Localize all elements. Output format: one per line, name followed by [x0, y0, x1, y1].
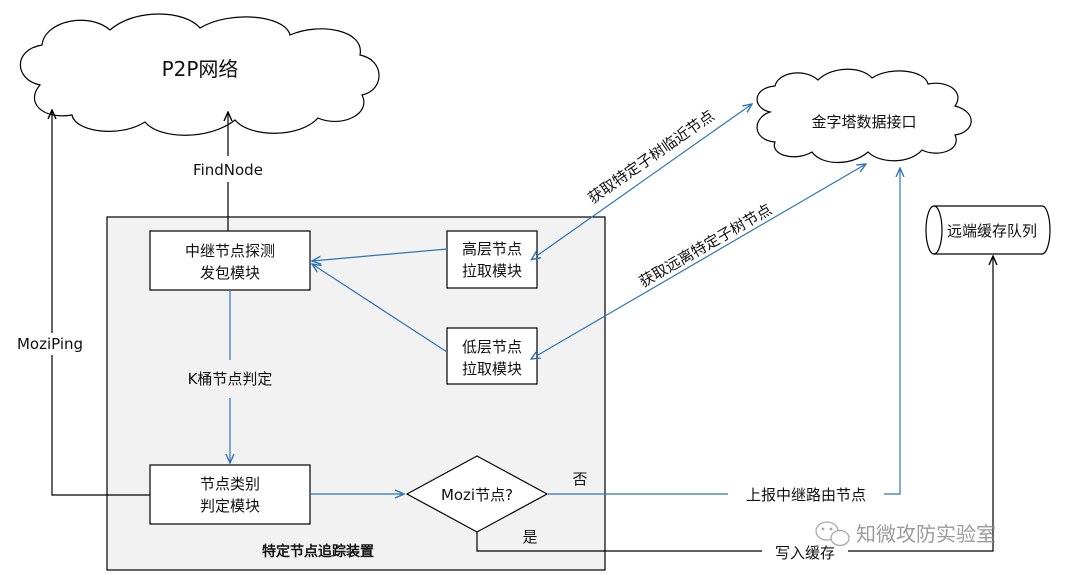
no-label: 否	[572, 470, 587, 488]
remote-cache-queue-label: 远端缓存队列	[947, 222, 1037, 240]
high-level-pull-module: 高层节点 拉取模块	[446, 230, 538, 289]
mozi-decision-diamond: Mozi节点?	[405, 455, 549, 533]
watermark-text: 知微攻防实验室	[856, 522, 996, 546]
far-subtree-label: 获取远离特定子树节点	[636, 200, 775, 291]
high-level-pull-line2: 拉取模块	[462, 262, 522, 280]
relay-probe-label-line2: 发包模块	[200, 264, 260, 282]
node-class-line2: 判定模块	[200, 497, 260, 515]
high-level-pull-line1: 高层节点	[462, 240, 522, 258]
wechat-icon	[815, 521, 850, 547]
low-level-pull-line1: 低层节点	[462, 338, 522, 356]
device-title: 特定节点追踪装置	[262, 543, 374, 560]
mozi-decision-label: Mozi节点?	[441, 486, 513, 504]
remote-cache-queue: 远端缓存队列	[925, 205, 1051, 255]
p2p-network-label: P2P网络	[162, 57, 239, 81]
p2p-network-cloud: P2P网络	[19, 13, 380, 136]
relay-probe-label-line1: 中继节点探测	[185, 242, 275, 260]
near-subtree-label: 获取特定子树临近节点	[585, 107, 718, 208]
report-relay-edge-upper	[884, 168, 900, 495]
watermark: 知微攻防实验室	[815, 521, 996, 547]
report-relay-label: 上报中继路由节点	[746, 486, 866, 504]
node-class-line1: 节点类别	[200, 475, 260, 493]
low-level-pull-line2: 拉取模块	[462, 360, 522, 378]
write-cache-label: 写入缓存	[775, 544, 835, 562]
pyramid-interface-label: 金字塔数据接口	[811, 113, 916, 131]
pyramid-interface-cloud: 金字塔数据接口	[756, 68, 972, 163]
low-level-pull-module: 低层节点 拉取模块	[446, 327, 538, 385]
yes-label: 是	[522, 528, 537, 546]
node-class-module: 节点类别 判定模块	[149, 464, 311, 525]
write-cache-edge-lower	[476, 532, 762, 552]
moziping-label: MoziPing	[17, 335, 83, 353]
high-pull-to-probe-edge	[312, 248, 448, 261]
relay-probe-module: 中继节点探测 发包模块	[149, 230, 311, 291]
far-subtree-edge	[538, 164, 866, 355]
findnode-label: FindNode	[193, 161, 263, 179]
k-bucket-label: K桶节点判定	[188, 370, 273, 388]
low-pull-to-probe-edge	[312, 264, 448, 353]
write-cache-edge-upper	[848, 256, 993, 552]
moziping-edge-lower	[51, 355, 150, 496]
